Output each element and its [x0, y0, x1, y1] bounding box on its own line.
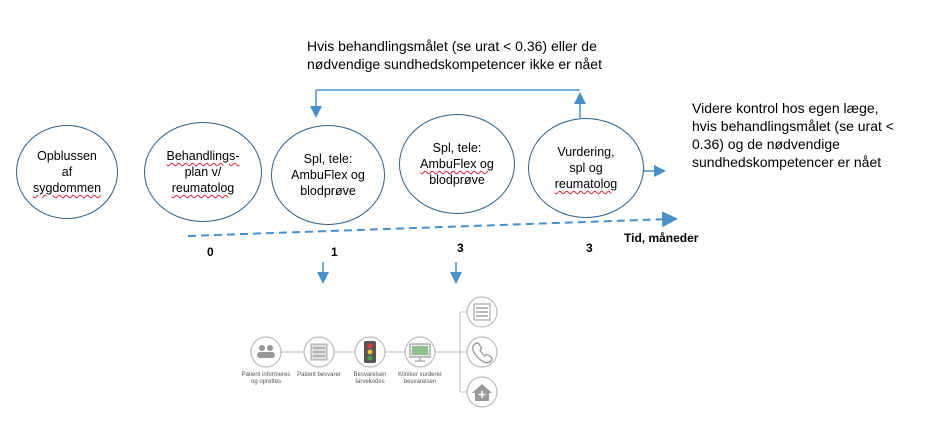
patient-icon [250, 336, 282, 368]
caption-line: farvekodes [355, 379, 385, 385]
step-line: blodprøve [300, 184, 356, 198]
step-line: AmbuFlex og [291, 168, 365, 182]
flow-caption: Kliniker vurderer besvarelsen [390, 372, 450, 386]
step-followup-3: Spl, tele: AmbuFlex og blodprøve [399, 114, 515, 214]
tick-label: 0 [207, 245, 214, 259]
step-line: reumatolog [171, 181, 235, 195]
step-line: Vurdering, [557, 145, 615, 159]
caption-line: Besvarelsen [353, 372, 387, 378]
step-treatment-plan: Behandlings- plan v/ reumatolog [144, 122, 262, 222]
tick-label: 1 [331, 245, 338, 259]
time-axis-label: Tid, måneder [624, 231, 699, 245]
step-line: af [61, 165, 73, 179]
step-line: Spl, tele: [432, 141, 482, 155]
right-note: Videre kontrol hos egen læge, hvis behan… [692, 99, 894, 171]
step-line: Behandlings- [166, 149, 240, 163]
tick-label: 3 [586, 241, 593, 255]
step-line: AmbuFlex og [420, 157, 494, 171]
phone-icon [466, 336, 498, 368]
caption-line: besvarelsen [403, 379, 437, 385]
step-followup-1: Spl, tele: AmbuFlex og blodprøve [271, 125, 385, 225]
step-assessment: Vurdering, spl og reumatolog [528, 118, 644, 218]
caption-line: Patient besvarer [297, 372, 341, 378]
top-note-line: nødvendige sundhedskompetencer ikke er n… [307, 56, 602, 72]
caption-line: Patient informeres [241, 372, 291, 378]
flow-caption: Besvarelsen farvekodes [340, 372, 400, 386]
caption-line: Kliniker vurderer [398, 372, 442, 378]
list-icon [466, 296, 498, 328]
step-line: sygdommen [32, 181, 102, 195]
caption-line: og oprettes [250, 379, 282, 385]
questionnaire-icon [303, 336, 335, 368]
tick-label: 3 [457, 241, 464, 255]
flow-caption: Patient informeres og oprettes [236, 372, 296, 386]
right-note-line: hvis behandlingsmålet (se urat < [692, 118, 894, 134]
top-note: Hvis behandlingsmålet (se urat < 0.36) e… [307, 37, 602, 73]
step-flare-up: Opblussen af sygdommen [16, 125, 118, 219]
step-line: Spl, tele: [303, 152, 353, 166]
right-note-line: Videre kontrol hos egen læge, [692, 100, 879, 116]
flow-caption: Patient besvarer [289, 372, 349, 379]
top-note-line: Hvis behandlingsmålet (se urat < 0.36) e… [307, 38, 597, 54]
traffic-light-icon [354, 336, 386, 368]
right-note-line: sundhedskompetencer er nået [692, 154, 882, 170]
step-line: Opblussen [37, 149, 97, 163]
step-line: plan v/ [184, 165, 222, 179]
right-note-line: 0.36) og de nødvendige [692, 136, 840, 152]
time-axis-arrow [187, 211, 678, 237]
step-line: spl og [569, 161, 603, 175]
home-icon [466, 376, 498, 408]
step-line: blodprøve [429, 173, 485, 187]
monitor-icon [404, 336, 436, 368]
step-line: reumatolog [554, 177, 618, 191]
